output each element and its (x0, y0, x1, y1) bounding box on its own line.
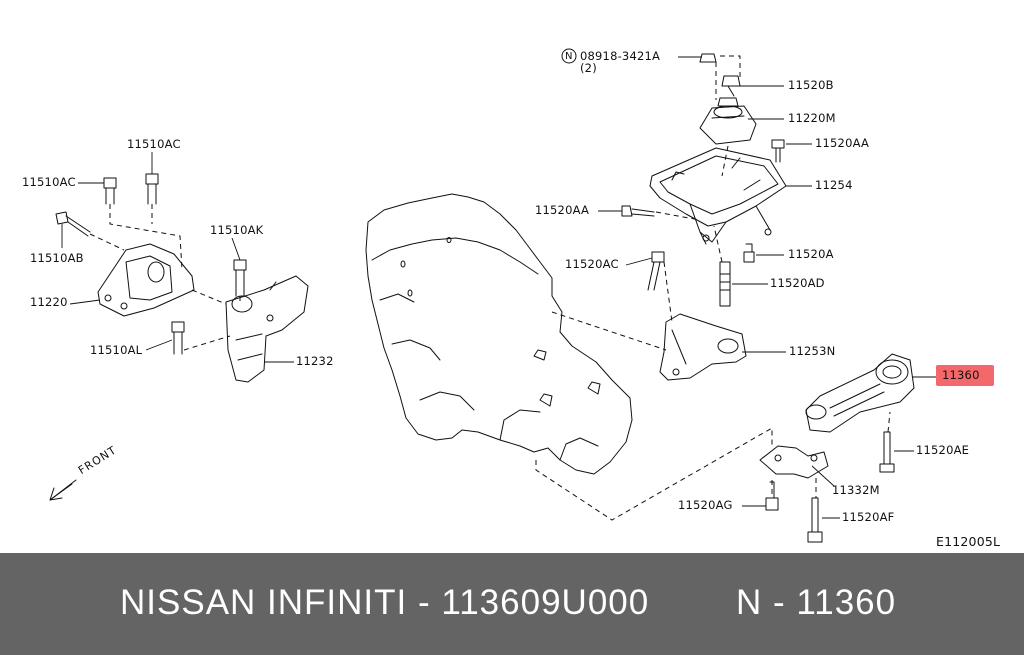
parts-diagram: N 08918-3421A (2) 11520B 11220M 11520AA … (22, 48, 1001, 549)
footer-brand-part-number: NISSAN INFINITI - 113609U000 (120, 583, 650, 622)
label-11510AL: 11510AL (90, 343, 143, 357)
diagram-code: E112005L (936, 534, 1001, 549)
label-11510AB: 11510AB (30, 251, 84, 265)
bracket-11232 (225, 275, 309, 383)
bracket-11332M (759, 445, 829, 479)
bolt-11510AC-top (145, 173, 159, 205)
dashed-leaders (89, 55, 891, 521)
stud-11520AD (719, 261, 731, 307)
label-11520AF: 11520AF (842, 510, 895, 524)
solid-leaders (61, 56, 936, 519)
n-mark-circle (561, 48, 577, 64)
label-11360-highlighted: 11360 (936, 365, 994, 386)
torque-rod-11360 (805, 353, 915, 433)
bolt-11520AE (879, 431, 895, 473)
label-11520AA-left: 11520AA (535, 203, 590, 217)
mount-11220M (699, 97, 757, 145)
footer-reference: N - 11360 (736, 583, 897, 622)
label-11520AD: 11520AD (770, 276, 825, 290)
n-mark: N (565, 51, 573, 62)
front-arrow-icon (49, 479, 77, 501)
bolt-11510AC-left (103, 177, 117, 205)
label-11510AC-left: 11510AC (22, 175, 76, 189)
bolt-11520AA-left (621, 205, 655, 217)
label-11253N: 11253N (789, 344, 836, 358)
label-11232: 11232 (296, 354, 334, 368)
label-11254: 11254 (815, 178, 853, 192)
label-11520B: 11520B (788, 78, 834, 92)
label-11520AE: 11520AE (916, 443, 970, 457)
bolt-11520AA-right (771, 139, 785, 163)
label-11332M: 11332M (832, 483, 880, 497)
nut-08918 (699, 53, 741, 97)
bolt-11520AG (765, 481, 779, 511)
mount-bracket-11254 (649, 147, 787, 245)
bolt-11510AK (233, 259, 247, 297)
label-11520AC-middle: 11520AC (565, 257, 619, 271)
label-11510AK: 11510AK (210, 223, 264, 237)
label-08918-3421A: 08918-3421A (580, 49, 661, 63)
label-11220: 11220 (30, 295, 68, 309)
bolt-11520AF (807, 497, 823, 543)
engine-block (365, 193, 633, 475)
bolt-11520A (743, 243, 755, 263)
bolt-11510AL (171, 321, 185, 355)
footer-bar: NISSAN INFINITI - 113609U000 N - 11360 (0, 553, 1024, 655)
label-11520AA-right: 11520AA (815, 136, 870, 150)
bolt-11510AB (55, 211, 91, 237)
label-08918-qty: (2) (580, 61, 597, 75)
diagram-drawing (49, 48, 936, 543)
mount-11220 (97, 243, 195, 317)
bracket-11253N (659, 313, 747, 381)
label-11520AG: 11520AG (678, 498, 733, 512)
label-11510AC-top: 11510AC (127, 137, 181, 151)
label-11220M: 11220M (788, 111, 836, 125)
bolt-11520AC-middle (647, 251, 665, 291)
label-11520A: 11520A (788, 247, 834, 261)
